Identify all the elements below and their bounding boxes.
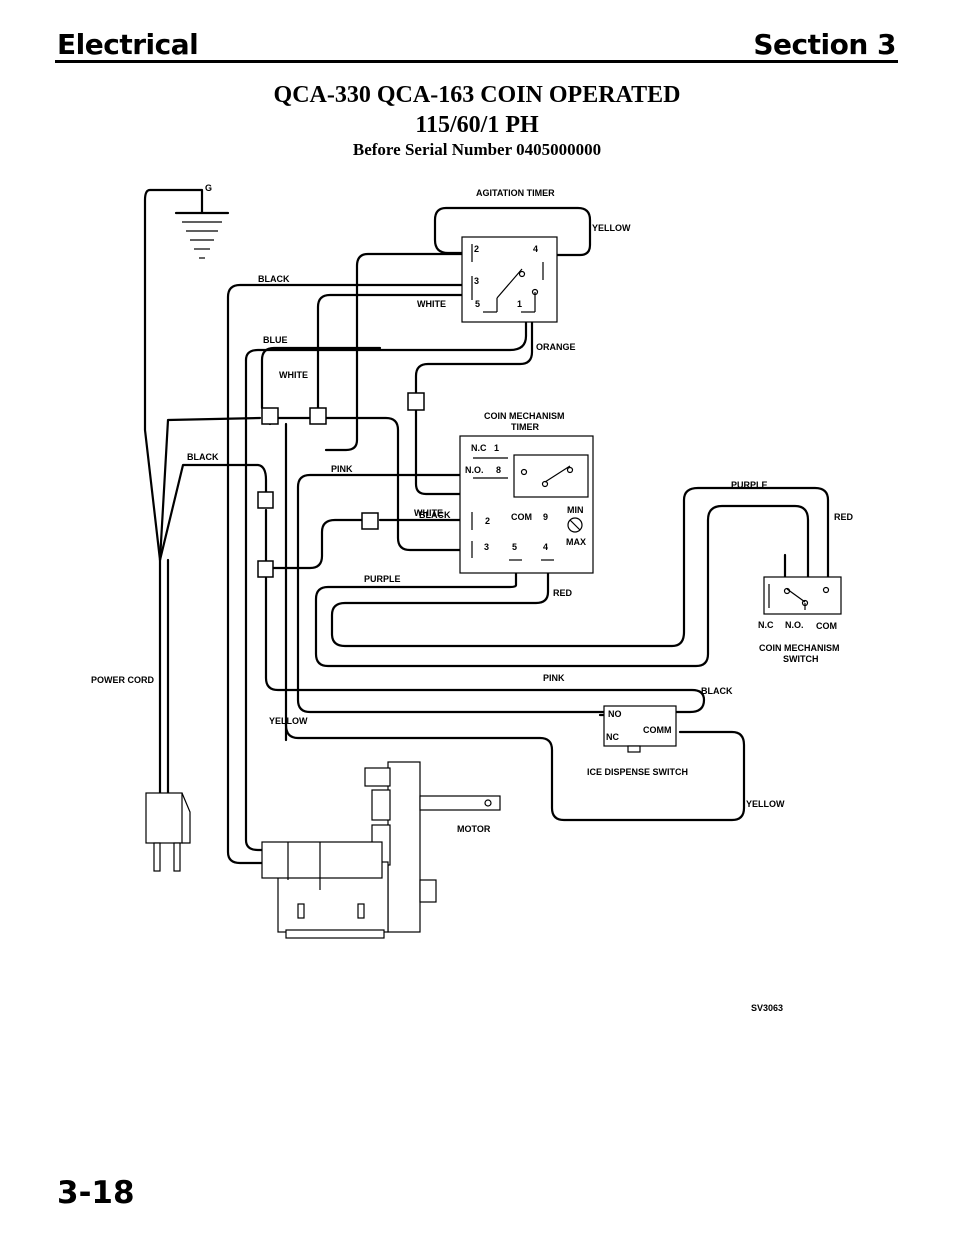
label-purple-top: PURPLE xyxy=(731,480,768,490)
label-coin-timer-2: TIMER xyxy=(511,422,539,432)
black-wire-top xyxy=(226,283,474,865)
agitation-terminal-2: 2 xyxy=(474,244,479,254)
label-white-left: WHITE xyxy=(279,370,308,380)
coin-switch-com: COM xyxy=(816,621,837,631)
label-black-overlap: BLACK xyxy=(419,510,451,520)
coin-timer-5: 5 xyxy=(512,542,517,552)
label-pink-top: PINK xyxy=(331,464,353,474)
ice-switch-nc: NC xyxy=(606,732,619,742)
label-red-right: RED xyxy=(834,512,854,522)
label-black-right: BLACK xyxy=(701,686,733,696)
agitation-terminal-5: 5 xyxy=(475,299,480,309)
label-coin-timer-1: COIN MECHANISM xyxy=(484,411,565,421)
section-title: Electrical xyxy=(57,28,199,61)
coin-timer-3: 3 xyxy=(484,542,489,552)
label-coin-switch-1: COIN MECHANISM xyxy=(759,643,840,653)
coin-timer-max: MAX xyxy=(566,537,586,547)
coin-timer-1: 1 xyxy=(494,443,499,453)
label-white-timer: WHITE xyxy=(417,299,446,309)
diagram-subtitle: 115/60/1 PH xyxy=(415,112,539,138)
label-motor: MOTOR xyxy=(457,824,491,834)
coin-mechanism-timer xyxy=(459,435,594,574)
coin-timer-9: 9 xyxy=(543,512,548,522)
label-white-overlap: WHITE xyxy=(414,508,443,518)
header-rule xyxy=(55,60,898,63)
label-agitation-timer: AGITATION TIMER xyxy=(476,188,555,198)
orange-wire xyxy=(414,310,534,394)
coin-timer-min: MIN xyxy=(567,505,584,515)
section-number: Section 3 xyxy=(753,28,896,61)
power-cord-white xyxy=(158,463,268,562)
connectors xyxy=(257,392,425,578)
coin-timer-8: 8 xyxy=(496,465,501,475)
coin-timer-4: 4 xyxy=(543,542,548,552)
agitation-terminal-4: 4 xyxy=(533,244,538,254)
purple-wire xyxy=(314,504,810,668)
ice-switch-no: NO xyxy=(608,709,622,719)
label-blue: BLUE xyxy=(263,335,288,345)
label-pink-bottom: PINK xyxy=(543,673,565,683)
page-number: 3-18 xyxy=(57,1175,135,1211)
label-ice-switch: ICE DISPENSE SWITCH xyxy=(587,767,688,777)
label-yellow-top: YELLOW xyxy=(592,223,631,233)
blue-wire xyxy=(316,293,474,410)
red-wire xyxy=(330,486,830,648)
labels: G AGITATION TIMER YELLOW BLACK WHITE BLU… xyxy=(91,183,854,1013)
label-purple-mid: PURPLE xyxy=(364,574,401,584)
label-ground: G xyxy=(205,183,212,193)
ice-switch-comm: COMM xyxy=(643,725,672,735)
yellow-timer-loop xyxy=(433,206,592,264)
label-power-cord: POWER CORD xyxy=(91,675,155,685)
label-black-top: BLACK xyxy=(258,274,290,284)
white-wire-timer xyxy=(324,252,474,452)
motor xyxy=(261,761,501,939)
coin-mechanism-switch xyxy=(763,576,842,615)
label-yellow-left: YELLOW xyxy=(269,716,308,726)
coin-timer-nc: N.C xyxy=(471,443,487,453)
coin-switch-no: N.O. xyxy=(785,620,804,630)
label-coin-switch-2: SWITCH xyxy=(783,654,819,664)
pink-wire xyxy=(264,473,706,714)
ice-dispense-switch xyxy=(603,705,677,753)
coin-timer-no: N.O. xyxy=(465,465,484,475)
ground-symbol xyxy=(174,196,230,259)
serial-note: Before Serial Number 0405000000 xyxy=(352,140,602,159)
coin-switch-nc: N.C xyxy=(758,620,774,630)
agitation-terminal-1: 1 xyxy=(517,299,522,309)
agitation-terminal-3: 3 xyxy=(474,276,479,286)
power-plug xyxy=(145,792,191,872)
ground-wire xyxy=(143,188,204,802)
coin-timer-2: 2 xyxy=(485,516,490,526)
label-orange: ORANGE xyxy=(536,342,576,352)
agitation-timer xyxy=(461,236,558,323)
label-black-left: BLACK xyxy=(187,452,219,462)
coin-timer-com: COM xyxy=(511,512,532,522)
label-red-mid: RED xyxy=(553,588,573,598)
label-yellow-right: YELLOW xyxy=(746,799,785,809)
label-drawing-number: SV3063 xyxy=(751,1003,783,1013)
power-cord-black xyxy=(158,416,262,562)
diagram-title: QCA-330 QCA-163 COIN OPERATED xyxy=(273,82,681,108)
